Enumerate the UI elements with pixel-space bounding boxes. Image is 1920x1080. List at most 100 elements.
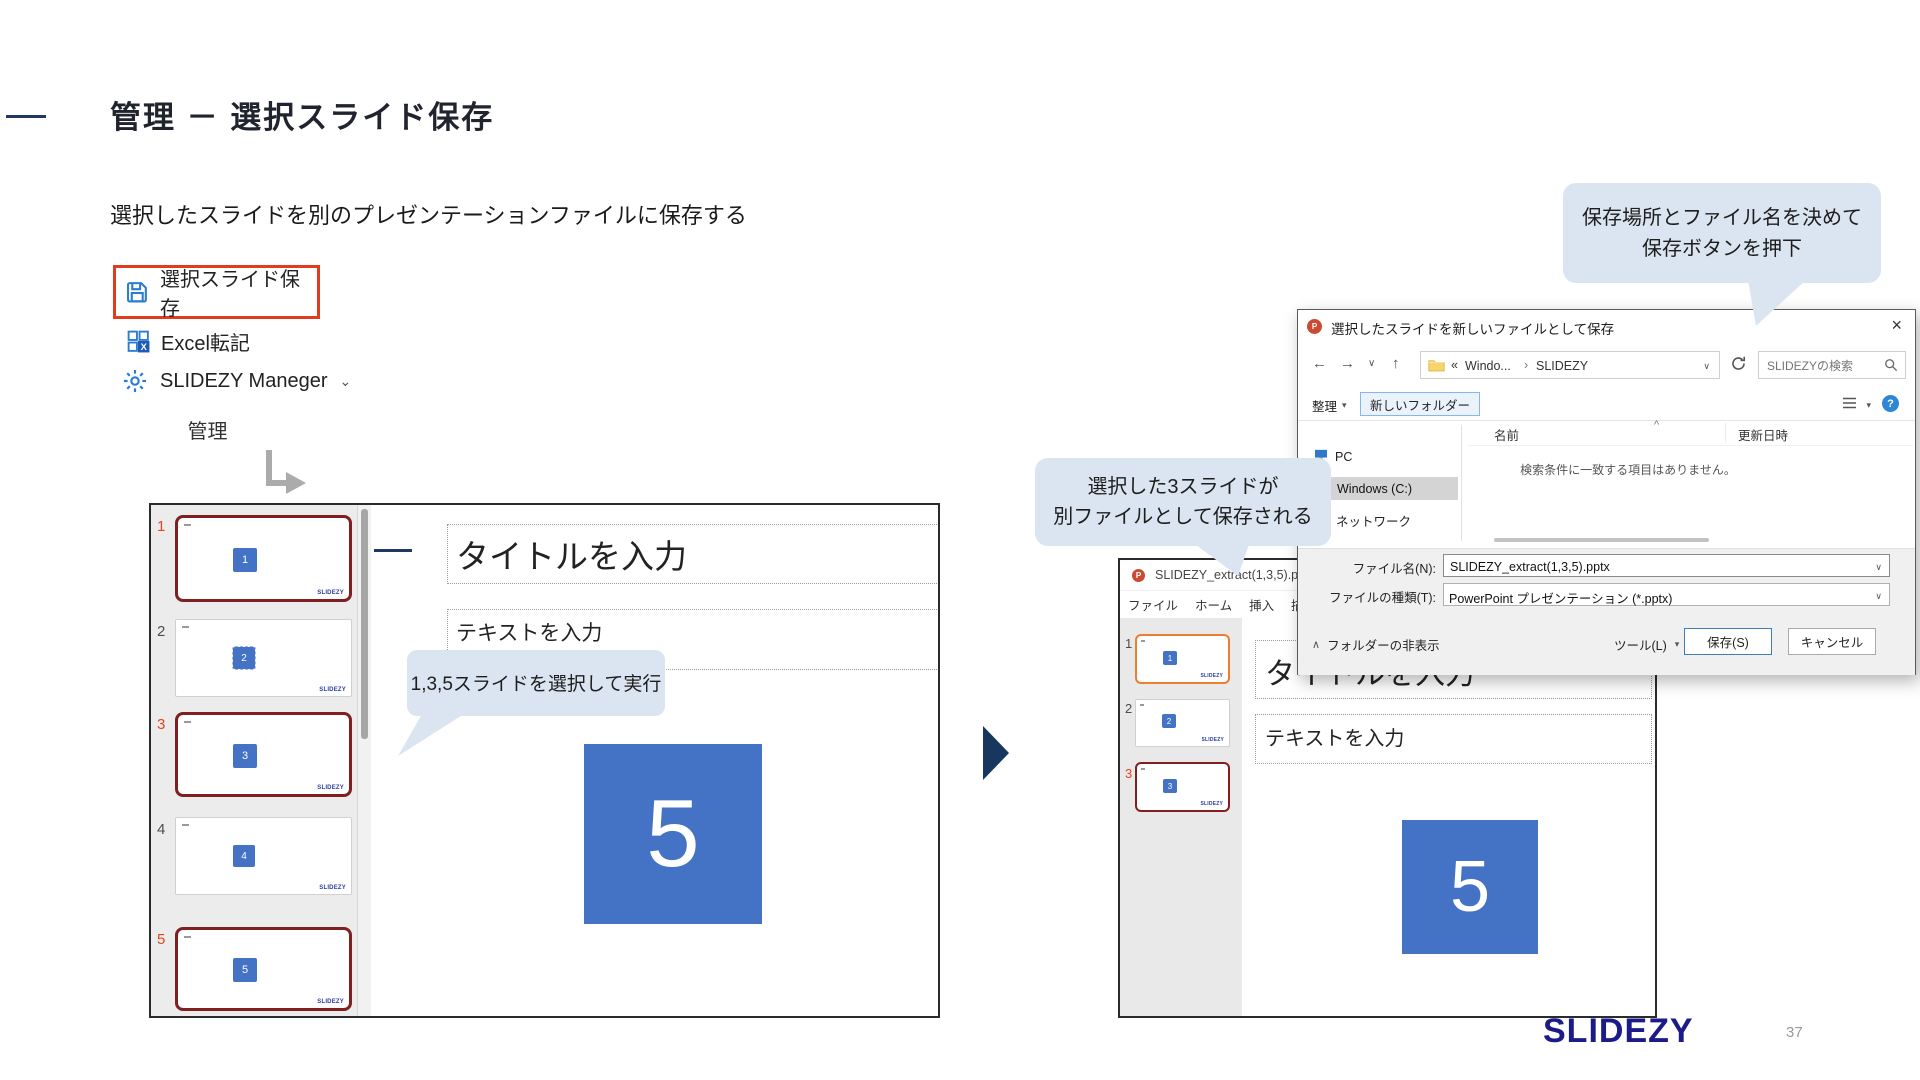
file-type-select[interactable]: PowerPoint プレゼンテーション (*.pptx) ∨ [1443, 583, 1890, 606]
text-placeholder[interactable]: テキストを入力 [1255, 714, 1652, 764]
title-accent-dash [6, 115, 46, 118]
hide-folders-toggle[interactable]: ∧ フォルダーの非表示 [1312, 635, 1440, 654]
powerpoint-window-source: 1 1 SLIDEZY 2 2 SLIDEZY 3 3 SLIDEZY 4 4 … [149, 503, 940, 1018]
horizontal-scrollbar[interactable] [1494, 538, 1709, 542]
search-icon [1884, 358, 1898, 377]
slide-thumbnail[interactable]: 2 SLIDEZY [175, 619, 352, 697]
scrollbar-thumb[interactable] [361, 509, 368, 739]
file-name-input[interactable] [1448, 557, 1872, 576]
search-input[interactable] [1765, 355, 1884, 377]
powerpoint-icon: P [1307, 319, 1322, 334]
dialog-nav-row: ← → ∨ ↑ « Windo... › SLIDEZY ∨ [1298, 343, 1915, 387]
callout-line2: 別ファイルとして保存される [1053, 506, 1313, 528]
cancel-button[interactable]: キャンセル [1788, 628, 1876, 655]
save-icon [125, 280, 150, 305]
save-button[interactable]: 保存(S) [1684, 628, 1772, 655]
column-header-modified[interactable]: 更新日時 [1738, 429, 1789, 443]
breadcrumb-parent[interactable]: Windo... [1465, 359, 1511, 373]
help-icon[interactable]: ? [1882, 395, 1899, 412]
callout-text: 1,3,5スライドを選択して実行 [410, 674, 662, 695]
thumbnail-scrollbar[interactable] [357, 505, 371, 1016]
breadcrumb-current[interactable]: SLIDEZY [1536, 359, 1589, 373]
submenu-label-management: 管理 [187, 421, 228, 443]
thumb-brand: SLIDEZY [317, 785, 344, 791]
slide-thumbnail-selected[interactable]: 5 SLIDEZY [175, 927, 352, 1011]
thumb-brand: SLIDEZY [317, 999, 344, 1005]
slide-thumbnail-selected[interactable]: 1 SLIDEZY [175, 515, 352, 602]
thumb-number-box: 4 [233, 845, 255, 867]
text-placeholder-text: テキストを入力 [456, 622, 603, 645]
breadcrumb-separator: › [1524, 358, 1529, 372]
thumb-title-dash [184, 524, 191, 526]
chevron-down-icon: ⌄ [339, 372, 352, 389]
close-icon[interactable]: × [1891, 315, 1902, 335]
thumb-number-box: 1 [233, 548, 257, 572]
column-divider [1725, 423, 1726, 443]
thumb-number-box: 3 [233, 744, 257, 768]
powerpoint-window-result: P SLIDEZY_extract(1,3,5).pptx • ファイル ホーム… [1118, 558, 1657, 1018]
search-box[interactable] [1758, 351, 1906, 379]
list-view-icon[interactable] [1842, 396, 1857, 415]
chevron-down-icon[interactable]: ∨ [1875, 562, 1882, 572]
slide-thumbnail[interactable]: 2 SLIDEZY [1135, 699, 1230, 747]
thumb-title-dash [1140, 704, 1144, 706]
menu-item-label: Excel転記 [161, 333, 250, 355]
thumb-title-dash [184, 721, 191, 723]
slide-thumbnail-current[interactable]: 1 SLIDEZY [1135, 634, 1230, 684]
nav-item-label: Windows (C:) [1337, 481, 1413, 496]
chevron-down-icon[interactable]: ▾ [1866, 400, 1871, 410]
slide-thumbnail-selected[interactable]: 3 SLIDEZY [1135, 762, 1230, 812]
chevron-down-icon[interactable]: ∨ [1703, 361, 1710, 371]
dialog-footer: ∧ フォルダーの非表示 ツール(L) ▾ 保存(S) キャンセル [1298, 614, 1915, 675]
menu-item-label: 選択スライド保存 [160, 269, 300, 320]
breadcrumb-prefix: « [1451, 358, 1458, 372]
tools-menu[interactable]: ツール(L) ▾ [1614, 635, 1679, 654]
thumb-title-dash [184, 936, 191, 938]
forward-icon[interactable]: → [1340, 355, 1355, 372]
menu-item-label: SLIDEZY Maneger [160, 369, 328, 392]
callout-select-slides: 1,3,5スライドを選択して実行 [407, 650, 665, 716]
sort-ascending-icon: ^ [1654, 419, 1660, 431]
file-name-label: ファイル名(N): [1352, 562, 1436, 576]
refresh-icon[interactable] [1730, 355, 1747, 377]
tab-file[interactable]: ファイル [1128, 598, 1179, 613]
callout-tail [398, 714, 464, 756]
slide-thumbnail[interactable]: 4 SLIDEZY [175, 817, 352, 895]
slide-number: 3 [1125, 766, 1133, 781]
address-bar[interactable]: « Windo... › SLIDEZY ∨ [1420, 351, 1720, 379]
thumb-brand: SLIDEZY [319, 687, 346, 693]
nav-item-label: PC [1335, 449, 1353, 464]
menu-item-slidezy-manager[interactable]: SLIDEZY Maneger ⌄ [122, 368, 351, 394]
nav-item-windows-c-selected[interactable]: Windows (C:) [1298, 477, 1458, 500]
chevron-down-icon: ▾ [1674, 639, 1680, 649]
slide-thumbnail-selected[interactable]: 3 SLIDEZY [175, 712, 352, 797]
slide-number: 1 [157, 518, 166, 535]
file-name-field[interactable]: ∨ [1443, 554, 1890, 577]
text-placeholder[interactable]: テキストを入力 [447, 609, 938, 670]
recent-locations-icon[interactable]: ∨ [1368, 358, 1376, 369]
up-icon[interactable]: ↑ [1392, 355, 1400, 372]
callout-line1: 保存場所とファイル名を決めて [1582, 207, 1862, 229]
page-number: 37 [1786, 1024, 1803, 1041]
organize-label: 整理 [1312, 400, 1338, 414]
slide-design-dash [374, 549, 412, 552]
nav-item-label: ネットワーク [1336, 515, 1412, 529]
new-folder-button[interactable]: 新しいフォルダー [1360, 392, 1480, 416]
title-placeholder[interactable]: タイトルを入力 [447, 524, 938, 584]
title-placeholder-text: タイトルを入力 [456, 538, 687, 575]
tab-home[interactable]: ホーム [1195, 598, 1233, 613]
thumb-brand: SLIDEZY [319, 885, 346, 891]
chevron-down-icon[interactable]: ∨ [1875, 591, 1882, 601]
hide-folders-label: フォルダーの非表示 [1327, 639, 1440, 653]
menu-item-excel-transfer[interactable]: X Excel転記 [126, 327, 250, 356]
back-icon[interactable]: ← [1312, 355, 1327, 372]
dialog-title-bar: P 選択したスライドを新しいファイルとして保存 × [1298, 310, 1915, 343]
organize-menu[interactable]: 整理▾ [1312, 396, 1347, 415]
slidezy-logo: SLIDEZY [1543, 1012, 1694, 1050]
slide-number: 1 [1125, 636, 1133, 651]
column-header-name[interactable]: 名前 [1494, 429, 1520, 443]
menu-item-save-selected-slides[interactable]: 選択スライド保存 [113, 265, 320, 320]
save-as-dialog: P 選択したスライドを新しいファイルとして保存 × ← → ∨ ↑ « Wind… [1297, 309, 1916, 675]
tools-label: ツール(L) [1614, 639, 1667, 653]
tab-insert[interactable]: 挿入 [1249, 598, 1275, 613]
